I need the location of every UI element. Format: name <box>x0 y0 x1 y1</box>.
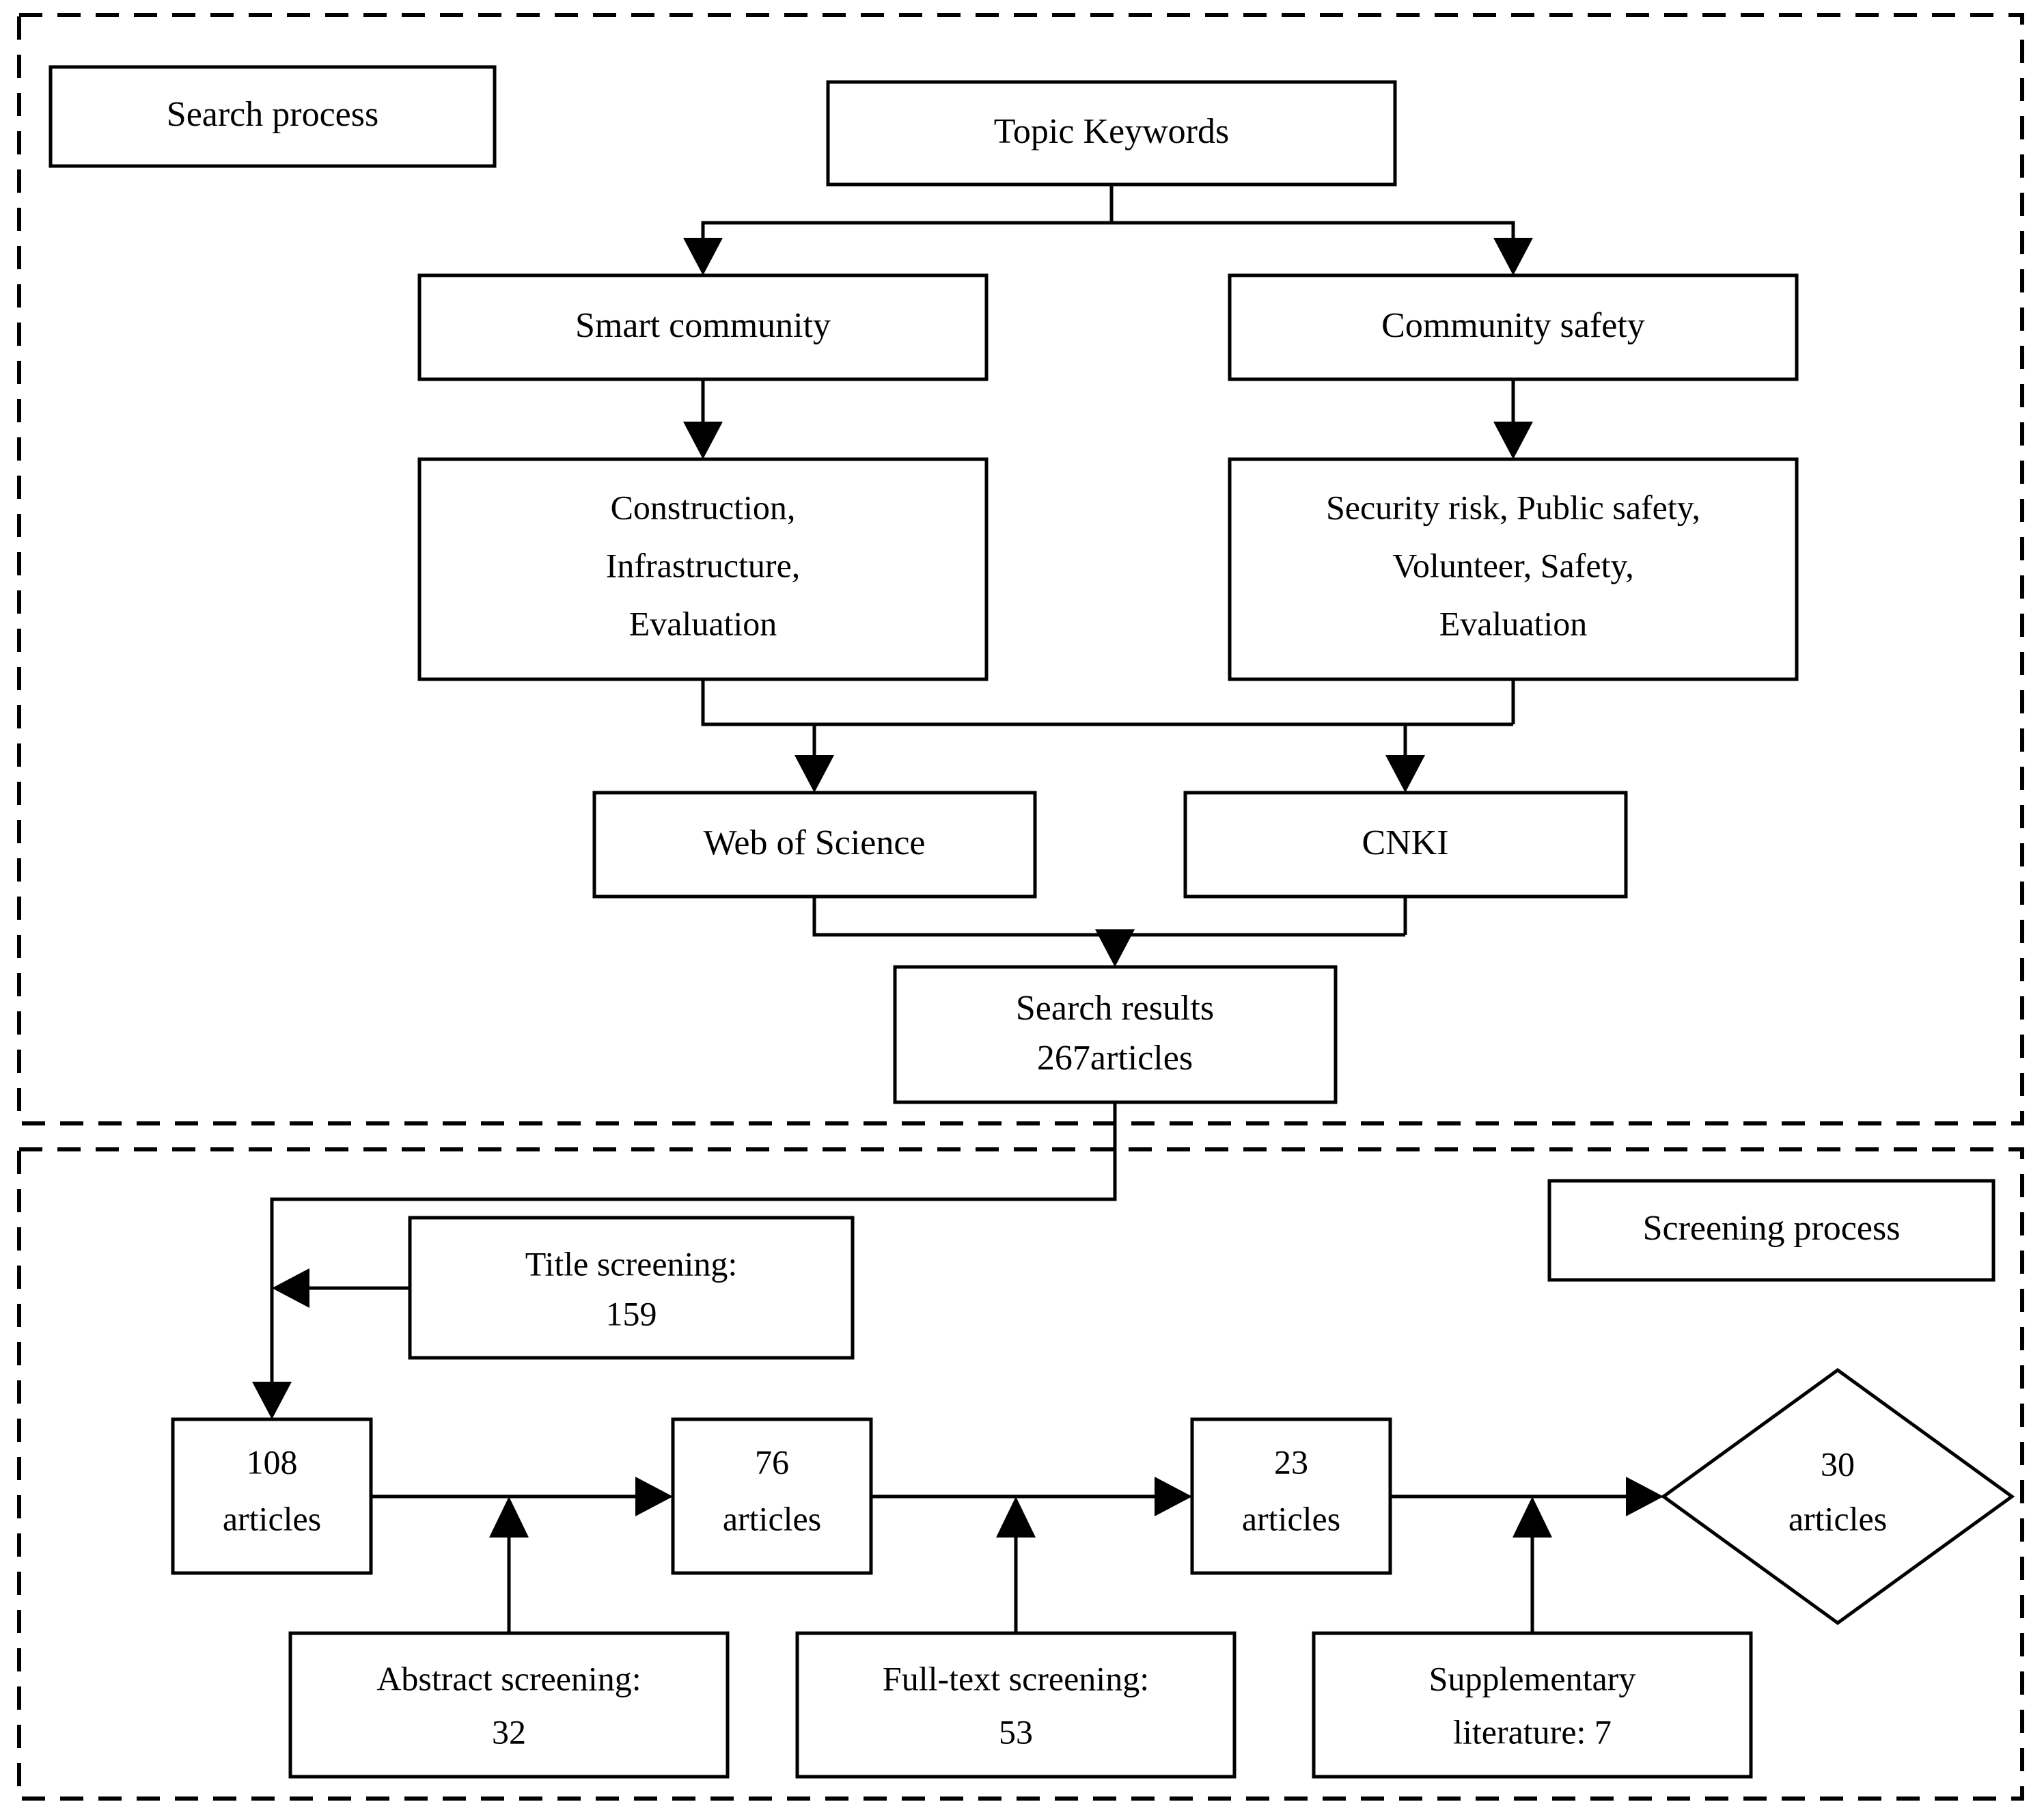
node-articles-30-diamond: 30 articles <box>1660 1367 2015 1626</box>
node-articles-108: 108 articles <box>171 1417 373 1575</box>
articles-108-line-1: 108 <box>247 1443 298 1481</box>
safety-terms-line-1: Security risk, Public safety, <box>1326 488 1700 526</box>
smart-terms-line-2: Infrastructure, <box>606 546 801 584</box>
edge-community-safety-to-terms <box>1493 379 1533 459</box>
articles-23-line-1: 23 <box>1274 1443 1308 1481</box>
node-supplementary-literature: Supplementary literature: 7 <box>1312 1631 1753 1779</box>
smart-community-label: Smart community <box>575 306 831 345</box>
node-abstract-screening: Abstract screening: 32 <box>288 1631 730 1779</box>
edge-smart-community-to-terms <box>683 379 723 459</box>
articles-76-line-1: 76 <box>755 1443 789 1481</box>
edge-search-results-to-108 <box>252 1102 1117 1419</box>
edge-terms-to-databases <box>701 679 1515 793</box>
articles-23-line-2: articles <box>1242 1499 1340 1538</box>
node-safety-keyword-terms: Security risk, Public safety, Volunteer,… <box>1228 457 1799 681</box>
node-smart-keyword-terms: Construction, Infrastructure, Evaluation <box>417 457 989 681</box>
abstract-screening-line-1: Abstract screening: <box>376 1659 641 1697</box>
edge-title-screening-to-108 <box>272 1268 410 1308</box>
title-screening-line-1: Title screening: <box>525 1244 738 1283</box>
articles-108-line-2: articles <box>223 1499 321 1538</box>
cnki-label: CNKI <box>1362 823 1448 862</box>
search-process-label: Search process <box>167 95 378 134</box>
node-cnki: CNKI <box>1183 791 1628 899</box>
search-process-frame <box>17 13 2024 1125</box>
node-web-of-science: Web of Science <box>592 791 1037 899</box>
supplementary-literature-line-1: Supplementary <box>1429 1659 1636 1697</box>
node-articles-76: 76 articles <box>671 1417 873 1575</box>
articles-30-line-1: 30 <box>1821 1445 1855 1483</box>
fulltext-screening-line-2: 53 <box>999 1712 1033 1751</box>
node-articles-23: 23 articles <box>1190 1417 1392 1575</box>
edge-databases-to-search-results <box>812 897 1407 967</box>
articles-30-line-2: articles <box>1788 1499 1887 1538</box>
node-topic-keywords: Topic Keywords <box>826 80 1397 187</box>
edge-supplementary-to-30 <box>1513 1497 1552 1633</box>
edge-76-to-23 <box>871 1477 1192 1516</box>
search-process-label-box: Search process <box>49 65 497 168</box>
articles-76-line-2: articles <box>723 1499 821 1538</box>
safety-terms-line-3: Evaluation <box>1439 604 1588 642</box>
edge-fulltext-screening-to-23 <box>996 1497 1036 1633</box>
edge-23-to-30 <box>1390 1477 1663 1516</box>
node-fulltext-screening: Full-text screening: 53 <box>795 1631 1237 1779</box>
screening-process-label: Screening process <box>1643 1209 1901 1248</box>
smart-terms-line-3: Evaluation <box>629 604 777 642</box>
edge-topic-to-branches <box>683 185 1533 275</box>
edge-108-to-76 <box>371 1477 673 1516</box>
topic-keywords-label: Topic Keywords <box>994 112 1229 151</box>
search-results-line-1: Search results <box>1016 989 1214 1028</box>
screening-process-label-box: Screening process <box>1547 1179 1995 1282</box>
web-of-science-label: Web of Science <box>704 823 926 862</box>
fulltext-screening-line-1: Full-text screening: <box>883 1659 1149 1697</box>
node-title-screening: Title screening: 159 <box>408 1216 855 1360</box>
community-safety-label: Community safety <box>1381 306 1645 345</box>
edge-abstract-screening-to-76 <box>489 1497 529 1633</box>
node-search-results: Search results 267articles <box>893 965 1338 1104</box>
smart-terms-line-1: Construction, <box>611 488 796 526</box>
node-community-safety: Community safety <box>1228 273 1799 381</box>
safety-terms-line-2: Volunteer, Safety, <box>1392 546 1633 584</box>
supplementary-literature-line-2: literature: 7 <box>1453 1712 1612 1751</box>
search-results-line-2: 267articles <box>1037 1039 1193 1078</box>
title-screening-line-2: 159 <box>606 1294 657 1333</box>
node-smart-community: Smart community <box>417 273 989 381</box>
screening-process-frame <box>17 1147 2024 1801</box>
abstract-screening-line-2: 32 <box>492 1712 526 1751</box>
